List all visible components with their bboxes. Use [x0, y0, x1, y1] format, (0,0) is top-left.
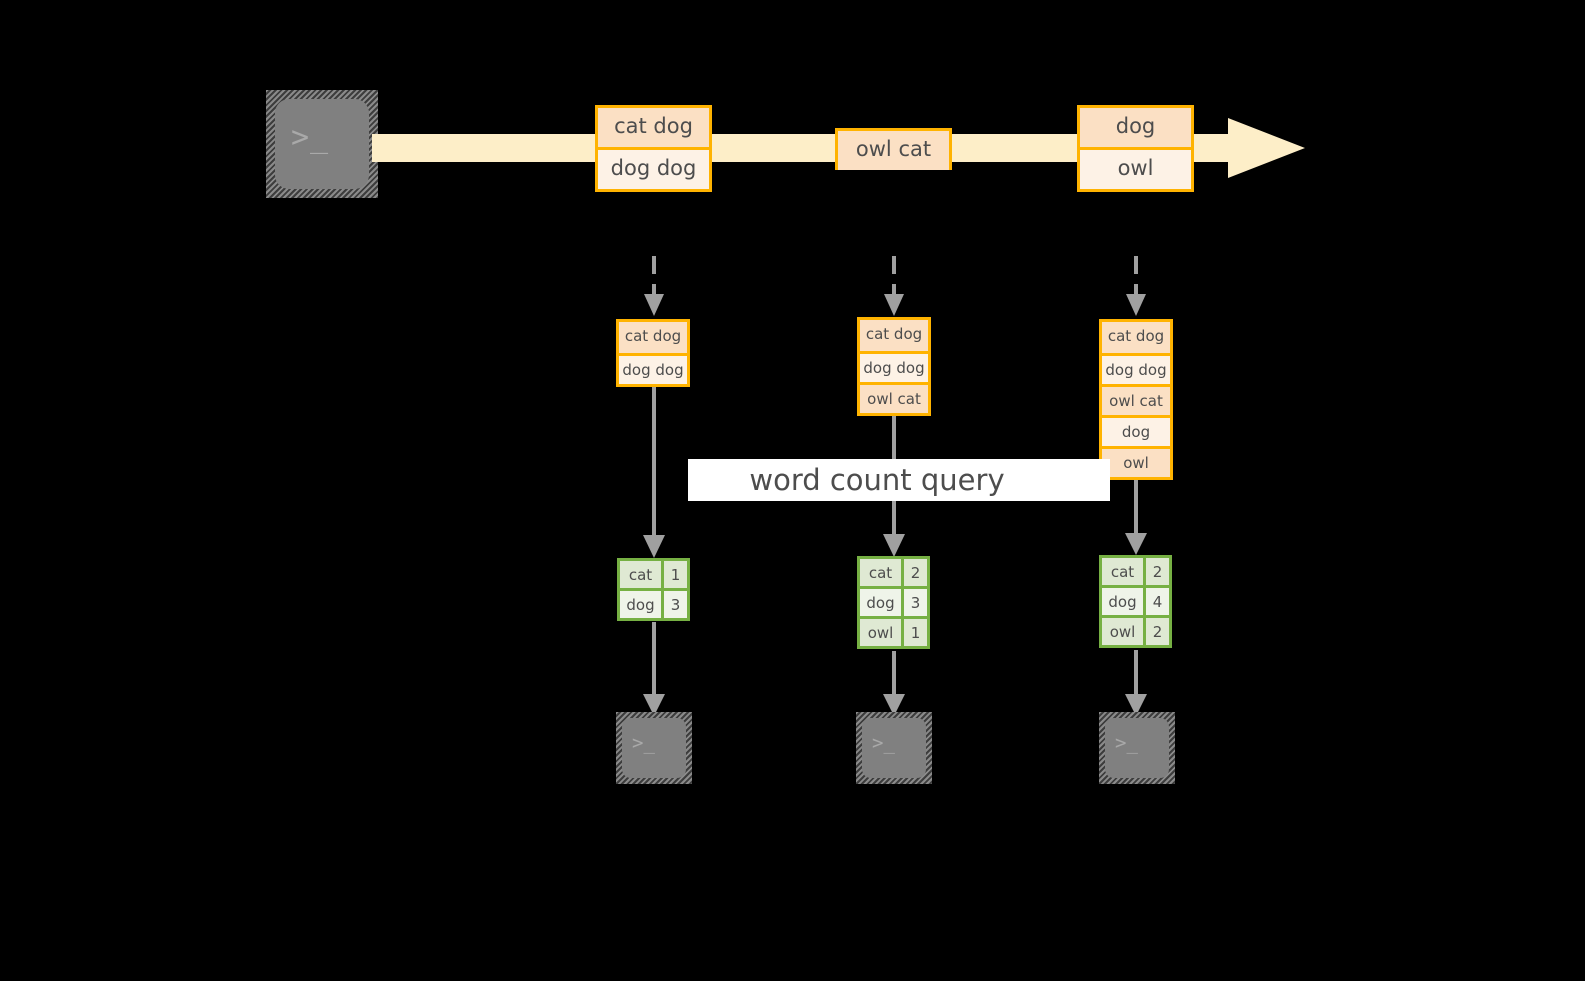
snapshot-to-result-connector [1116, 480, 1156, 556]
word-cell: cat [618, 559, 663, 590]
terminal-prompt-glyph: >_ [1115, 732, 1138, 754]
sink-terminal-icon: >_ [616, 712, 692, 784]
stream-to-snapshot-connector [1116, 256, 1156, 318]
result-to-sink-connector [634, 622, 674, 717]
count-cell: 2 [1143, 615, 1171, 647]
terminal-prompt-glyph: >_ [872, 732, 895, 754]
word-cell: dog [858, 586, 903, 618]
record-line: dog [1102, 415, 1170, 446]
word-count-result-table: cat 2 dog 3 owl 1 [857, 556, 930, 649]
table-row: dog 3 [858, 586, 929, 618]
sink-terminal-icon: >_ [856, 712, 932, 784]
table-row: cat 1 [618, 559, 689, 590]
record-line: cat dog [619, 322, 687, 353]
record-line: owl [1080, 147, 1191, 186]
record-line: owl cat [1102, 384, 1170, 415]
count-cell: 3 [661, 588, 689, 620]
record-line: cat dog [860, 320, 928, 351]
record-line: dog dog [1102, 353, 1170, 384]
stream-event-record: dog owl [1077, 105, 1194, 192]
word-count-result-table: cat 2 dog 4 owl 2 [1099, 555, 1172, 648]
stream-event-record: owl cat [835, 128, 952, 170]
terminal-prompt-glyph: >_ [632, 732, 655, 754]
record-line: dog [1080, 108, 1191, 147]
record-line: owl cat [838, 131, 949, 170]
table-row: owl 1 [858, 616, 929, 648]
terminal-body: >_ [622, 718, 686, 778]
record-line: dog dog [860, 351, 928, 382]
terminal-prompt-glyph: >_ [291, 120, 330, 155]
result-to-sink-connector [1116, 650, 1156, 717]
query-label-band: word count query [688, 459, 1110, 501]
stream-event-record: cat dog dog dog [595, 105, 712, 192]
word-cell: dog [1100, 585, 1145, 617]
stream-to-snapshot-connector [634, 256, 674, 318]
table-row: owl 2 [1100, 615, 1171, 647]
count-cell: 1 [901, 616, 929, 648]
count-cell: 2 [901, 557, 929, 588]
word-cell: dog [618, 588, 663, 620]
record-line: dog dog [619, 353, 687, 384]
query-label-text: word count query [749, 463, 1005, 497]
result-to-sink-connector [874, 651, 914, 717]
terminal-body: >_ [862, 718, 926, 778]
word-cell: cat [1100, 556, 1145, 587]
record-line: cat dog [1102, 322, 1170, 353]
stream-to-snapshot-connector [874, 256, 914, 318]
snapshot-input-box: cat dog dog dog [616, 319, 690, 387]
terminal-body: >_ [1105, 718, 1169, 778]
record-line: owl cat [860, 382, 928, 413]
terminal-body: >_ [275, 99, 369, 189]
word-cell: cat [858, 557, 903, 588]
table-row: cat 2 [1100, 556, 1171, 587]
snapshot-input-box: cat dog dog dog owl cat dog owl [1099, 319, 1173, 480]
count-cell: 2 [1143, 556, 1171, 587]
record-line: dog dog [598, 147, 709, 186]
table-row: cat 2 [858, 557, 929, 588]
word-cell: owl [1100, 615, 1145, 647]
word-count-result-table: cat 1 dog 3 [617, 558, 690, 621]
count-cell: 3 [901, 586, 929, 618]
record-line: cat dog [598, 108, 709, 147]
snapshot-to-result-connector [634, 387, 674, 559]
count-cell: 1 [661, 559, 689, 590]
count-cell: 4 [1143, 585, 1171, 617]
table-row: dog 4 [1100, 585, 1171, 617]
source-terminal-icon: >_ [266, 90, 378, 198]
record-line: owl [1102, 446, 1170, 477]
word-cell: owl [858, 616, 903, 648]
table-row: dog 3 [618, 588, 689, 620]
snapshot-input-box: cat dog dog dog owl cat [857, 317, 931, 416]
sink-terminal-icon: >_ [1099, 712, 1175, 784]
